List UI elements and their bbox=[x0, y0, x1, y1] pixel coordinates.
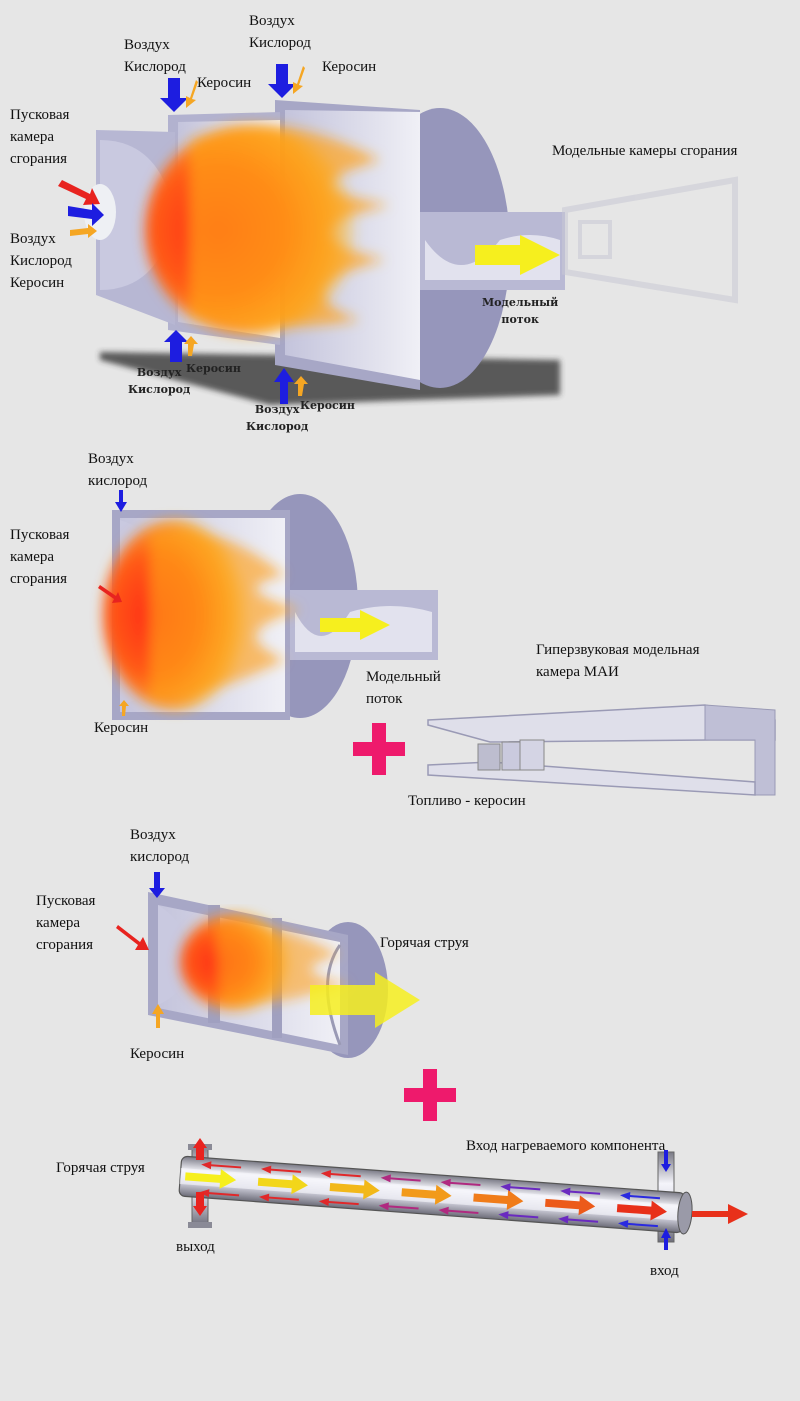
label-kerosene-3: Керосин bbox=[130, 1046, 185, 1062]
label-hot-jet-3: Горячая струя bbox=[380, 935, 469, 951]
combustion-assembly-3 bbox=[148, 892, 420, 1058]
flame-1 bbox=[145, 125, 390, 335]
model-flow-arrow bbox=[475, 235, 560, 275]
heat-exchanger bbox=[178, 1138, 748, 1250]
hot-jet-arrow bbox=[310, 972, 420, 1028]
section1-arrows bbox=[58, 64, 308, 404]
label-air-oxygen-3: Воздух кислород bbox=[130, 827, 190, 865]
label-air-oxygen-bottom-right: Воздух Кислород bbox=[246, 403, 309, 433]
combustion-assembly-2 bbox=[103, 494, 438, 720]
hot-jet-flow bbox=[184, 1168, 667, 1221]
label-kerosene-top-left: Керосин bbox=[197, 75, 252, 91]
label-model-flow-2: Модельный поток bbox=[366, 669, 441, 707]
combustion-assembly-1 bbox=[84, 100, 738, 405]
label-model-flow-1: Модельный поток bbox=[482, 296, 559, 326]
label-kerosene-bottom-left: Керосин bbox=[186, 362, 241, 375]
label-kerosene-top-right: Керосин bbox=[322, 59, 377, 75]
label-air-oxygen-2: Воздух кислород bbox=[88, 451, 148, 489]
label-model-chambers: Модельные камеры сгорания bbox=[552, 143, 738, 159]
flame-2 bbox=[103, 520, 300, 710]
label-heated-component-inlet: Вход нагреваемого компонента bbox=[466, 1138, 666, 1154]
hot-jet-exit-arrow bbox=[692, 1204, 748, 1224]
label-hypersonic-chamber: Гиперзвуковая модельная камера МАИ bbox=[536, 642, 700, 680]
label-start-chamber-2: Пусковая камера сгорания bbox=[10, 527, 70, 587]
hypersonic-chamber-mai bbox=[427, 704, 776, 796]
label-air-oxygen-bottom-left: Воздух Кислород bbox=[128, 366, 191, 396]
label-air-oxygen-top-right: Воздух Кислород bbox=[249, 13, 311, 51]
label-inlet: вход bbox=[650, 1263, 679, 1279]
label-hot-jet-4: Горячая струя bbox=[56, 1160, 145, 1176]
plus-sign-1 bbox=[353, 723, 405, 775]
flame-3 bbox=[180, 914, 350, 1010]
section3-arrows bbox=[116, 872, 165, 1028]
heated-component-flow bbox=[199, 1161, 661, 1228]
label-air-oxygen-top-left: Воздух Кислород bbox=[124, 37, 186, 75]
label-kerosene-2: Керосин bbox=[94, 720, 149, 736]
label-kerosene-bottom-right: Керосин bbox=[300, 399, 355, 412]
section2-arrows bbox=[98, 490, 129, 716]
label-start-chamber-1: Пусковая камера сгорания bbox=[10, 107, 70, 167]
label-outlet: выход bbox=[176, 1239, 215, 1255]
label-left-inputs: Воздух Кислород Керосин bbox=[10, 231, 72, 291]
label-fuel-kerosene: Топливо - керосин bbox=[408, 793, 526, 809]
model-chamber-outline bbox=[562, 176, 738, 304]
plus-sign-2 bbox=[404, 1069, 456, 1121]
label-start-chamber-3: Пусковая камера сгорания bbox=[36, 893, 96, 953]
